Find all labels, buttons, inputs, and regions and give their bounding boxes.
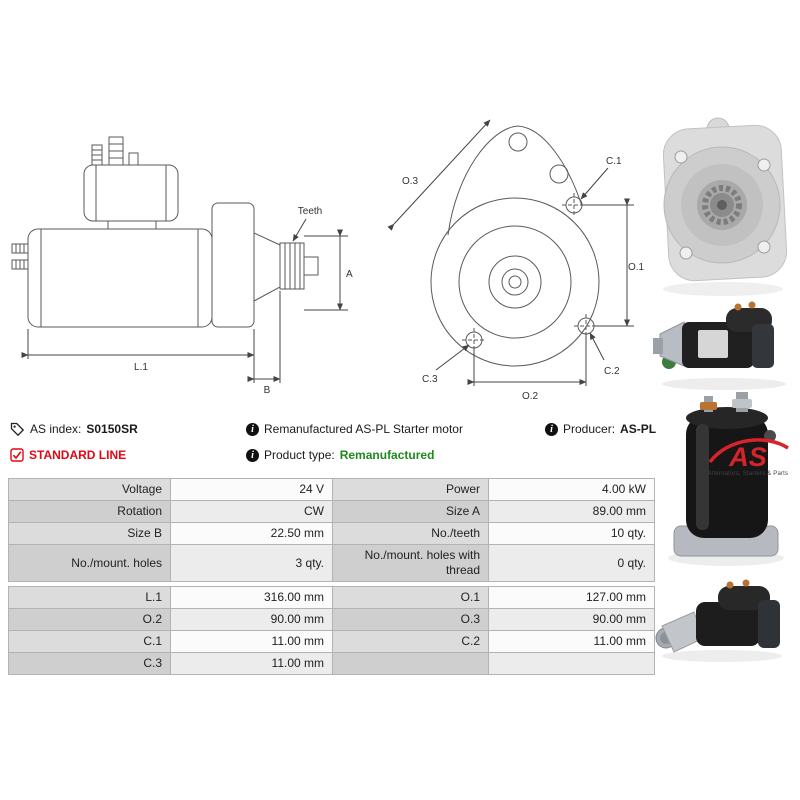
logo-tagline: Alternators, Starters & Parts [707,471,789,477]
spec-label: No./mount. holes [8,544,171,582]
spec-label: O.2 [8,608,171,631]
spec-value: 0 qty. [488,544,655,582]
product-photo-starter-side [653,301,786,390]
spec-value: 4.00 kW [488,478,655,501]
product-photo-render-front [662,117,788,296]
info-icon: i [545,422,558,436]
spec-value: 316.00 mm [170,586,333,609]
spec-value: 89.00 mm [488,500,655,523]
dim-label-teeth: Teeth [298,206,322,217]
spec-value: 10 qty. [488,522,655,545]
dim-label-o1: O.1 [628,262,645,273]
product-photo-starter-angled [655,579,782,662]
spec-label: Size B [8,522,171,545]
spec-label: Rotation [8,500,171,523]
spec-label: C.3 [8,652,171,675]
spec-label: No./mount. holes with thread [332,544,489,582]
spec-label: Power [332,478,489,501]
table-gap [8,581,655,587]
as-index: AS index: S0150SR [10,421,138,437]
logo-text: AS [729,442,767,472]
producer-label: Producer: [563,422,616,436]
spec-value: 90.00 mm [488,608,655,631]
dim-label-o2: O.2 [522,391,539,402]
spec-value: 90.00 mm [170,608,333,631]
spec-value: 24 V [170,478,333,501]
spec-label: Voltage [8,478,171,501]
producer: i Producer: AS-PL [545,421,656,437]
product-description: i Remanufactured AS-PL Starter motor [246,421,463,437]
dim-label-l1: L.1 [134,362,148,373]
technical-drawing-side-view: Teeth A L.1 B [11,136,353,395]
product-description-text: Remanufactured AS-PL Starter motor [264,422,463,436]
dim-label-o3: O.3 [402,176,419,187]
tag-icon [10,422,25,436]
spec-value: 11.00 mm [488,630,655,653]
spec-label: No./teeth [332,522,489,545]
standard-line: STANDARD LINE [10,447,126,463]
dim-label-c3: C.3 [422,374,438,385]
dim-label-b: B [264,385,271,395]
spec-label: Size A [332,500,489,523]
product-type-label: Product type: [264,448,335,462]
spec-value [488,652,655,675]
spec-value: 11.00 mm [170,630,333,653]
spec-label: O.3 [332,608,489,631]
spec-label [332,652,489,675]
standard-line-label: STANDARD LINE [29,448,127,462]
product-type-value: Remanufactured [339,448,435,462]
as-pl-logo: AS Alternators, Starters & Parts [700,436,796,477]
dim-label-c1: C.1 [606,156,622,167]
spec-value: 22.50 mm [170,522,333,545]
dim-label-c2: C.2 [604,366,620,377]
spec-label: L.1 [8,586,171,609]
logo-swoosh-icon [708,438,789,464]
product-photo-solenoid-closeup [668,392,784,566]
spec-value: CW [170,500,333,523]
spec-label: O.1 [332,586,489,609]
as-index-label: AS index: [30,422,82,436]
spec-value: 11.00 mm [170,652,333,675]
info-icon: i [246,422,259,436]
producer-value: AS-PL [620,422,657,436]
technical-drawing-front-view: O.3 C.1 O.1 O.2 C.2 C.3 [387,119,645,402]
as-index-value: S0150SR [86,422,138,436]
spec-label: C.1 [8,630,171,653]
spec-label: C.2 [332,630,489,653]
check-icon [10,448,24,462]
info-icon: i [246,448,259,462]
spec-value: 3 qty. [170,544,333,582]
spec-value: 127.00 mm [488,586,655,609]
dim-label-a: A [346,269,353,280]
product-type: i Product type: Remanufactured [246,447,434,463]
